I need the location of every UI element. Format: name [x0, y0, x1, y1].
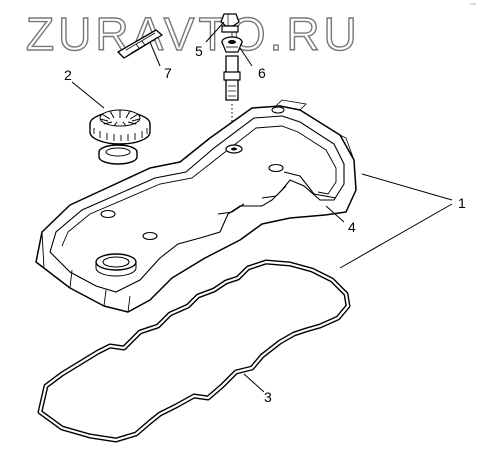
- callout-label-3: 3: [264, 389, 272, 405]
- leader-lines: [71, 21, 453, 393]
- mounting-stud: [223, 55, 241, 101]
- corner-mark: °°°: [470, 3, 476, 9]
- callout-label-2: 2: [64, 67, 72, 83]
- cap-ridges: [99, 110, 141, 127]
- callout-label-6: 6: [258, 65, 266, 81]
- callout-label-5: 5: [195, 43, 203, 59]
- part-3-gasket: [37, 259, 351, 443]
- part-6-grommet: [221, 36, 243, 53]
- part-4-valve-cover: [35, 99, 357, 313]
- callout-label-1: 1: [458, 195, 466, 211]
- cover-bolt-hole: [100, 209, 116, 219]
- cap-knurl: [93, 128, 148, 141]
- cover-bolt-hole: [268, 163, 284, 173]
- callout-label-7: 7: [164, 65, 172, 81]
- callout-label-4: 4: [348, 219, 356, 235]
- cover-bolt-hole: [142, 231, 158, 241]
- part-2-filler-cap: [89, 109, 151, 145]
- cover-bolt-hole: [271, 106, 285, 114]
- watermark-text: ZURAVTO.RU: [26, 8, 361, 60]
- part-7-blade: [117, 29, 163, 59]
- cap-seal-ring: [98, 144, 138, 165]
- part-5-bolt: [220, 13, 240, 33]
